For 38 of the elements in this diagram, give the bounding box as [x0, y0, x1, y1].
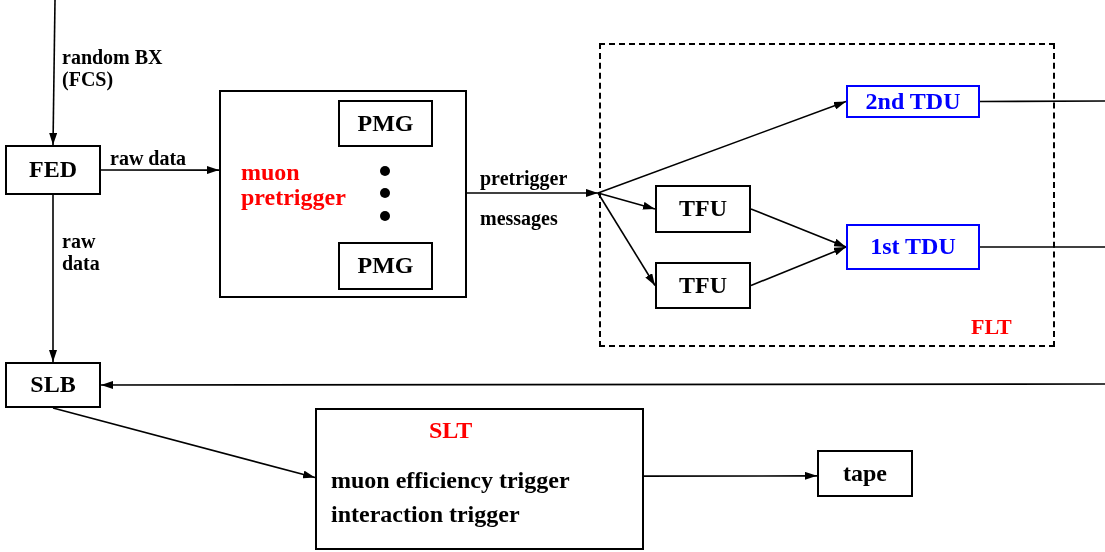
box-text: muon efficiency trigger [331, 468, 570, 494]
dashed-group-box [599, 43, 1055, 347]
box-label: FED [29, 157, 77, 183]
edge-label: pretrigger messages [479, 166, 568, 232]
process-box [655, 262, 751, 309]
process-box [846, 224, 980, 270]
box-label: tape [843, 460, 887, 487]
arrow [597, 100, 847, 194]
box-label: 2nd TDU [865, 88, 961, 115]
process-box [5, 362, 101, 408]
box-label: PMG [357, 253, 414, 279]
box-title: muon pretrigger [241, 160, 347, 211]
box-label: 1st TDU [870, 234, 956, 260]
arrow [49, 194, 57, 363]
arrow [52, 407, 316, 479]
process-box [338, 242, 433, 290]
arrow [750, 208, 847, 248]
arrow [643, 471, 818, 480]
box-label: TFU [679, 196, 727, 222]
box-label: TFU [679, 272, 727, 299]
arrow [100, 166, 220, 175]
box-title: SLT [429, 418, 473, 444]
box-title: FLT [971, 315, 1012, 339]
process-box [846, 85, 980, 118]
box-label: SLB [30, 372, 76, 398]
box-label: PMG [357, 110, 414, 137]
process-box [315, 408, 644, 550]
process-box [655, 185, 751, 233]
arrow [466, 188, 599, 197]
process-box [338, 100, 433, 147]
box-text: interaction trigger [331, 502, 520, 528]
process-box [219, 90, 467, 298]
process-box [817, 450, 913, 497]
process-box [5, 145, 101, 195]
arrow [49, 0, 58, 146]
arrow [750, 246, 847, 287]
arrow [597, 192, 656, 287]
arrow [100, 381, 1105, 389]
